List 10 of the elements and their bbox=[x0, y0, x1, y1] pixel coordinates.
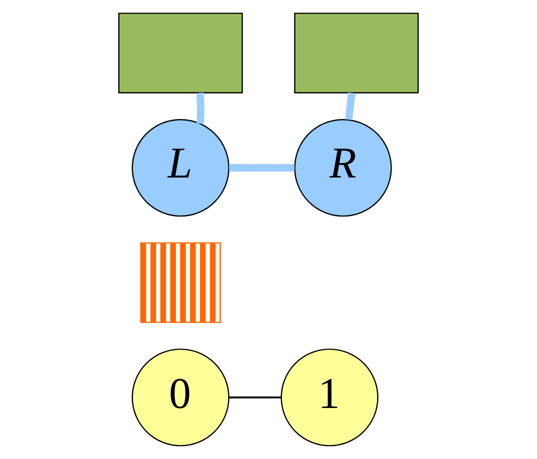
node-circle: R bbox=[294, 118, 392, 217]
connector bbox=[229, 164, 294, 172]
connector bbox=[228, 396, 282, 398]
node-box bbox=[118, 12, 243, 94]
node-box bbox=[294, 12, 419, 94]
connector bbox=[344, 92, 356, 120]
node-circle: 0 bbox=[132, 348, 230, 446]
connector bbox=[196, 92, 204, 124]
node-circle: 1 bbox=[280, 348, 378, 446]
node-circle: L bbox=[132, 118, 230, 217]
